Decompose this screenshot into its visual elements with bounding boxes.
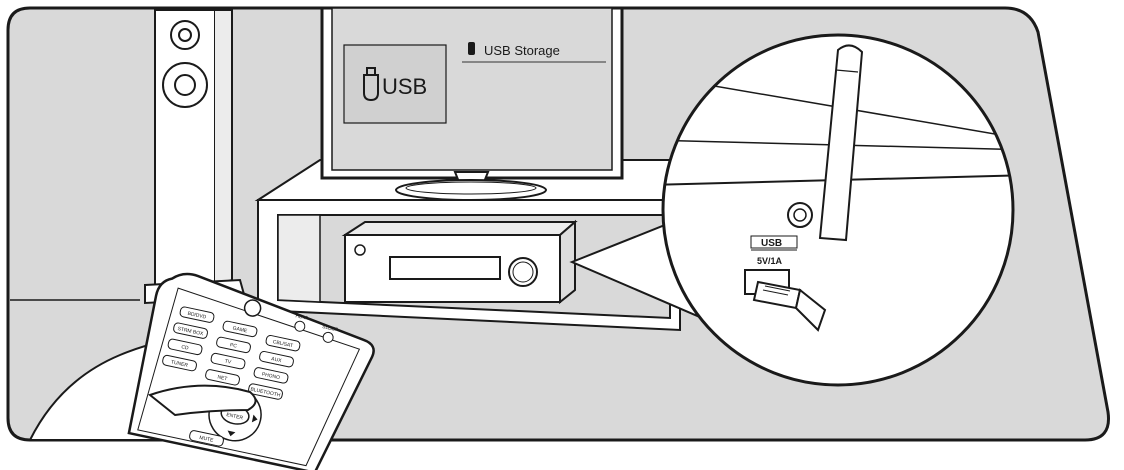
- receiver-display: [389, 256, 501, 280]
- remote-button-cbl-sat: CBL/SAT: [272, 339, 293, 349]
- usb-tile-label: USB: [382, 74, 427, 99]
- remote-button-bd-dvd: BD/DVD: [187, 311, 207, 321]
- usb-port-label-box: [750, 235, 798, 249]
- usb-port-callout: USB 5V/1A: [661, 33, 1015, 387]
- remote-hdmi-button: [294, 320, 306, 332]
- usb-stick-icon: [363, 67, 379, 102]
- av-receiver: [341, 219, 578, 305]
- usb-input-tile: [343, 44, 447, 124]
- remote-sleep-button: [322, 331, 334, 343]
- remote-button-tuner: TUNER: [170, 359, 188, 369]
- wireless-antenna: [787, 44, 864, 242]
- usb-port-name: USB: [761, 238, 782, 249]
- remote-button-mute: MUTE: [199, 435, 215, 444]
- remote-button-net: NET: [217, 374, 228, 382]
- remote-arrow-down: [227, 430, 236, 437]
- remote-button-game: GAME: [232, 325, 248, 334]
- usb-storage-list-item: USB Storage: [484, 43, 560, 58]
- remote-button-pc: PC: [229, 342, 237, 349]
- remote-arrow-right: [251, 414, 258, 423]
- power-indicator: [354, 244, 366, 256]
- television: USB USB Storage: [320, 6, 624, 201]
- remote-button-strm-box: STRM BOX: [177, 326, 204, 337]
- usb-port-rating: 5V/1A: [757, 256, 783, 266]
- tower-speaker: [144, 9, 247, 305]
- remote-label-hdmi: HDMI: [295, 313, 309, 322]
- usb-flash-drive: [752, 280, 827, 332]
- remote-power-button: [243, 299, 262, 317]
- thumb: [147, 384, 257, 417]
- remote-label-sleep: SLEEP: [322, 324, 340, 333]
- remote-button-aux: AUX: [271, 356, 283, 364]
- remote-button-tv: TV: [224, 359, 232, 366]
- remote-enter-label: ENTER: [226, 412, 244, 421]
- tv-stand-base: [395, 179, 547, 201]
- usb-list-icon: [468, 42, 475, 55]
- remote-button-phono: PHONO: [261, 372, 280, 382]
- remote-button-cd: CD: [181, 344, 190, 351]
- hand-with-remote: BD/DVD GAME CBL/SAT STRM BOX PC AUX CD T…: [28, 272, 375, 470]
